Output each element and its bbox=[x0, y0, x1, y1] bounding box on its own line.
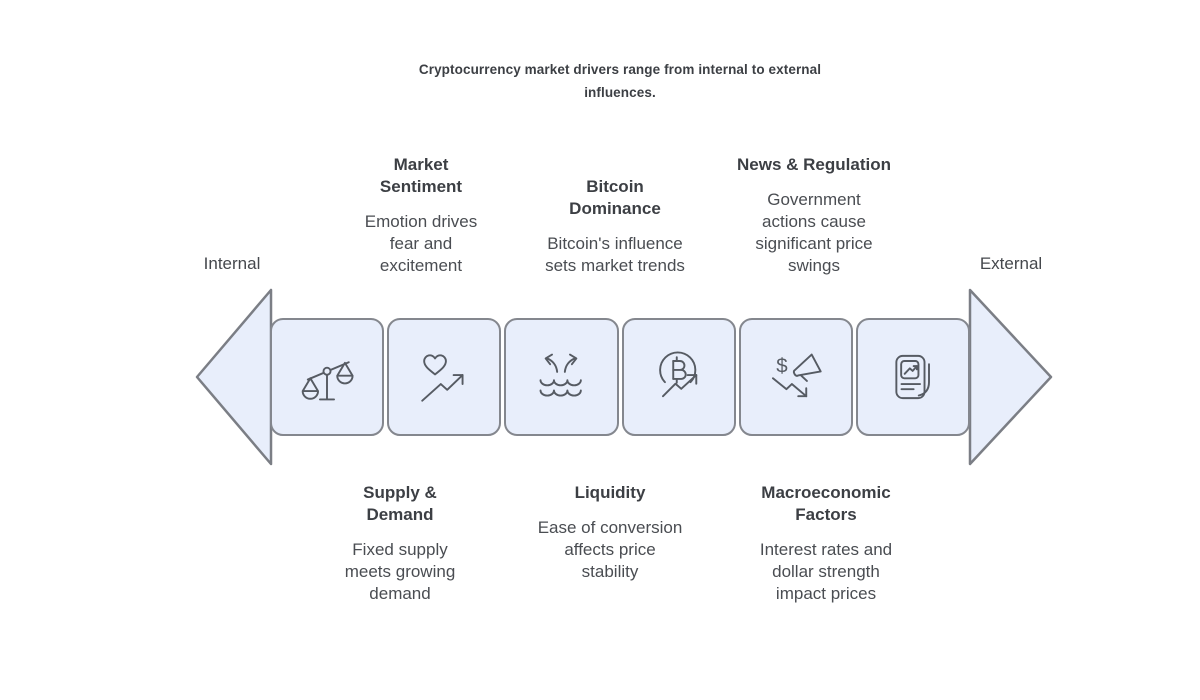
factor-heading: Market Sentiment bbox=[379, 155, 463, 196]
balance-scale-icon bbox=[301, 361, 354, 401]
factor-description: Fixed supply meets growing demand bbox=[344, 540, 456, 603]
factor-description: Government actions cause significant pri… bbox=[755, 190, 873, 275]
svg-text:$: $ bbox=[776, 355, 788, 378]
supply-demand-box bbox=[270, 318, 385, 436]
factor-news-regulation: News & Regulation Government actions cau… bbox=[704, 154, 924, 277]
factor-description: Interest rates and dollar strength impac… bbox=[759, 540, 893, 603]
factor-description: Bitcoin's influence sets market trends bbox=[545, 234, 685, 275]
bitcoin-dominance-box bbox=[621, 318, 736, 436]
arrow-right-head-icon bbox=[968, 288, 1053, 466]
factor-description: Ease of conversion affects price stabili… bbox=[537, 518, 683, 581]
heart-trend-icon bbox=[421, 354, 464, 402]
driver-box-strip: $ bbox=[270, 318, 971, 436]
factor-heading: Macroeconomic Factors bbox=[761, 483, 891, 524]
factor-supply-demand: Supply & Demand Fixed supply meets growi… bbox=[290, 482, 510, 605]
factor-heading: News & Regulation bbox=[737, 155, 891, 174]
news-regulation-box bbox=[855, 318, 971, 436]
news-document-icon bbox=[895, 354, 930, 400]
factor-description: Emotion drives fear and excitement bbox=[364, 212, 478, 275]
factor-bitcoin-dominance: Bitcoin Dominance Bitcoin's influence se… bbox=[505, 176, 725, 277]
waves-exchange-icon bbox=[539, 353, 583, 397]
market-sentiment-box bbox=[387, 318, 502, 436]
factor-heading: Bitcoin Dominance bbox=[569, 177, 661, 218]
factor-heading: Liquidity bbox=[574, 483, 646, 502]
factor-heading: Supply & Demand bbox=[363, 483, 437, 524]
internal-axis-label: Internal bbox=[203, 254, 261, 273]
factor-market-sentiment: Market Sentiment Emotion drives fear and… bbox=[311, 154, 531, 277]
macroeconomic-box: $ bbox=[738, 318, 853, 436]
factor-liquidity: Liquidity Ease of conversion affects pri… bbox=[500, 482, 720, 583]
factor-macroeconomic: Macroeconomic Factors Interest rates and… bbox=[716, 482, 936, 605]
diagram-title: Cryptocurrency market drivers range from… bbox=[418, 62, 822, 100]
liquidity-box bbox=[504, 318, 619, 436]
bitcoin-trend-icon bbox=[658, 351, 697, 398]
dollar-megaphone-icon: $ bbox=[771, 353, 822, 398]
external-axis-label: External bbox=[979, 254, 1043, 273]
arrow-left-head-icon bbox=[195, 288, 273, 466]
